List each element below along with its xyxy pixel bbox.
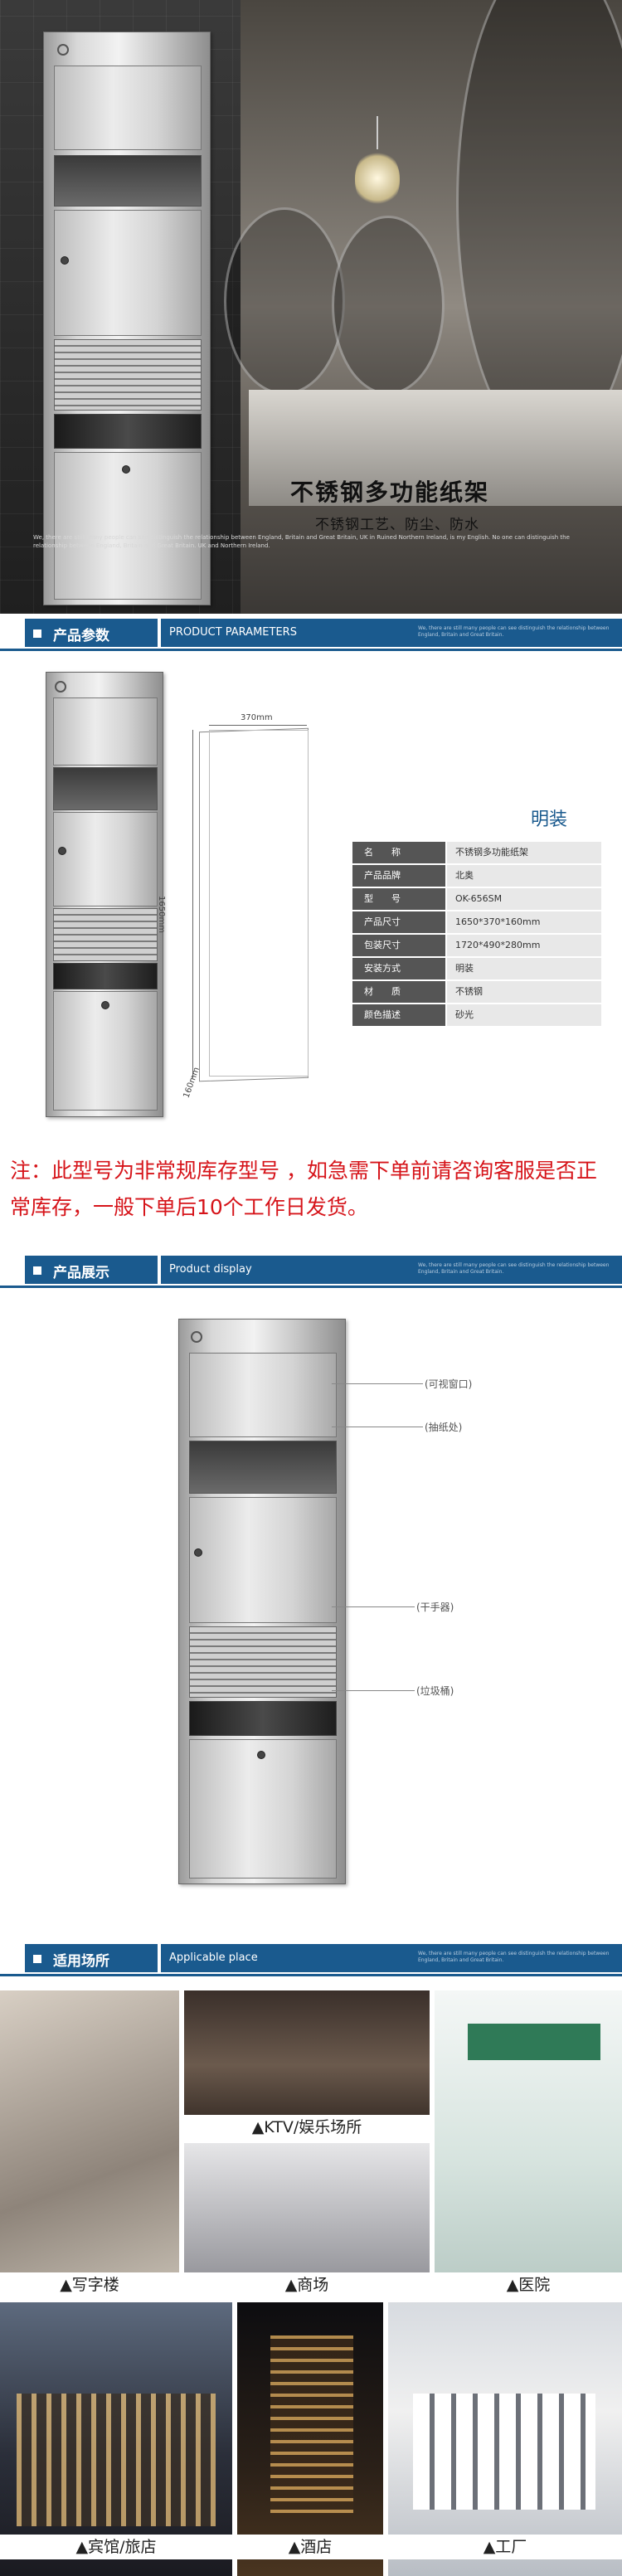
place-caption: ▲写字楼 bbox=[0, 2272, 179, 2297]
place-caption: ▲KTV/娱乐场所 bbox=[184, 2115, 430, 2140]
callout-trash-bin: (垃圾桶) bbox=[416, 1685, 454, 1697]
hero-restroom-photo bbox=[224, 0, 622, 614]
callout-tissue-outlet: (抽纸处) bbox=[425, 1422, 463, 1433]
depth-dimension-label: 160mm bbox=[182, 1066, 202, 1100]
product-photo bbox=[46, 672, 163, 1117]
lock-icon bbox=[101, 1001, 109, 1009]
width-dimension-label: 370mm bbox=[241, 713, 273, 722]
hero-fine-print: We, there are still many people can see … bbox=[33, 534, 570, 549]
section-title-en: Product display bbox=[169, 1263, 252, 1276]
place-caption: ▲酒店 bbox=[237, 2535, 383, 2559]
product-cabinet-image bbox=[43, 32, 211, 605]
place-hotel: ▲宾馆/旅店 bbox=[0, 2302, 232, 2576]
brand-logo-icon bbox=[55, 681, 66, 693]
place-restaurant: ▲酒店 bbox=[237, 2302, 383, 2576]
spec-row: 颜色描述砂光 bbox=[352, 1004, 601, 1026]
section-title-en: Applicable place bbox=[169, 1951, 258, 1964]
place-factory: ▲工厂 bbox=[388, 2302, 622, 2576]
section-title: 产品展示 bbox=[53, 1265, 109, 1281]
display-section-header: 产品展示 Product display We, there are still… bbox=[0, 1252, 622, 1289]
place-ktv: ▲KTV/娱乐场所 bbox=[184, 1990, 430, 2140]
top-door bbox=[54, 66, 202, 150]
dryer-window bbox=[54, 414, 202, 449]
vanity-counter bbox=[249, 390, 622, 506]
round-mirror bbox=[224, 207, 345, 395]
chandelier-icon bbox=[348, 116, 406, 216]
dryer-vent bbox=[54, 339, 202, 411]
section-fine-print: We, there are still many people can see … bbox=[418, 625, 610, 638]
hero-banner: 不锈钢多功能纸架 不锈钢工艺、防尘、防水 We, there are still… bbox=[0, 0, 622, 614]
lock-icon bbox=[257, 1751, 265, 1759]
spec-row: 安装方式明装 bbox=[352, 958, 601, 979]
square-bullet-icon bbox=[33, 1266, 41, 1275]
callout-hand-dryer: (干手器) bbox=[416, 1601, 454, 1613]
lock-icon bbox=[122, 465, 130, 474]
round-mirror bbox=[332, 216, 445, 395]
height-dimension-label: 1650mm bbox=[157, 896, 166, 933]
place-office: ▲写字楼 bbox=[0, 1990, 179, 2297]
square-bullet-icon bbox=[33, 629, 41, 638]
hero-title: 不锈钢多功能纸架 bbox=[290, 479, 490, 506]
bin-door bbox=[54, 452, 202, 600]
place-hospital: ▲医院 bbox=[435, 1990, 622, 2297]
lock-icon bbox=[194, 1548, 202, 1557]
places-section-header: 适用场所 Applicable place We, there are stil… bbox=[0, 1941, 622, 1977]
place-caption: ▲工厂 bbox=[388, 2535, 622, 2559]
spec-row: 产品品牌北奥 bbox=[352, 865, 601, 887]
section-title: 产品参数 bbox=[53, 628, 109, 644]
brand-logo-icon bbox=[191, 1331, 202, 1343]
tissue-opening bbox=[54, 155, 202, 207]
place-caption: ▲商场 bbox=[184, 2272, 430, 2297]
section-fine-print: We, there are still many people can see … bbox=[418, 1262, 610, 1275]
callout-view-window: (可视窗口) bbox=[425, 1378, 473, 1390]
product-display-photo bbox=[178, 1319, 346, 1884]
brand-logo-icon bbox=[57, 44, 69, 56]
lock-icon bbox=[61, 256, 69, 265]
spec-row: 名 称不锈钢多功能纸架 bbox=[352, 842, 601, 863]
stock-notice: 注：此型号为非常规库存型号 ，如急需下单前请咨询客服是否正常库存，一般下单后10… bbox=[10, 1159, 597, 1219]
install-type-label: 明装 bbox=[531, 809, 568, 830]
section-title: 适用场所 bbox=[53, 1953, 109, 1970]
section-title-en: PRODUCT PARAMETERS bbox=[169, 626, 297, 639]
square-bullet-icon bbox=[33, 1955, 41, 1963]
place-caption: ▲医院 bbox=[435, 2272, 622, 2297]
middle-door bbox=[54, 210, 202, 336]
place-mall: ▲商场 bbox=[184, 2143, 430, 2297]
params-section-header: 产品参数 PRODUCT PARAMETERS We, there are st… bbox=[0, 615, 622, 652]
spec-row: 材 质不锈钢 bbox=[352, 981, 601, 1003]
section-fine-print: We, there are still many people can see … bbox=[418, 1951, 610, 1963]
oval-mirror bbox=[456, 0, 622, 453]
place-caption: ▲宾馆/旅店 bbox=[0, 2535, 232, 2559]
hero-subtitle: 不锈钢工艺、防尘、防水 bbox=[315, 517, 479, 533]
lock-icon bbox=[58, 847, 66, 855]
